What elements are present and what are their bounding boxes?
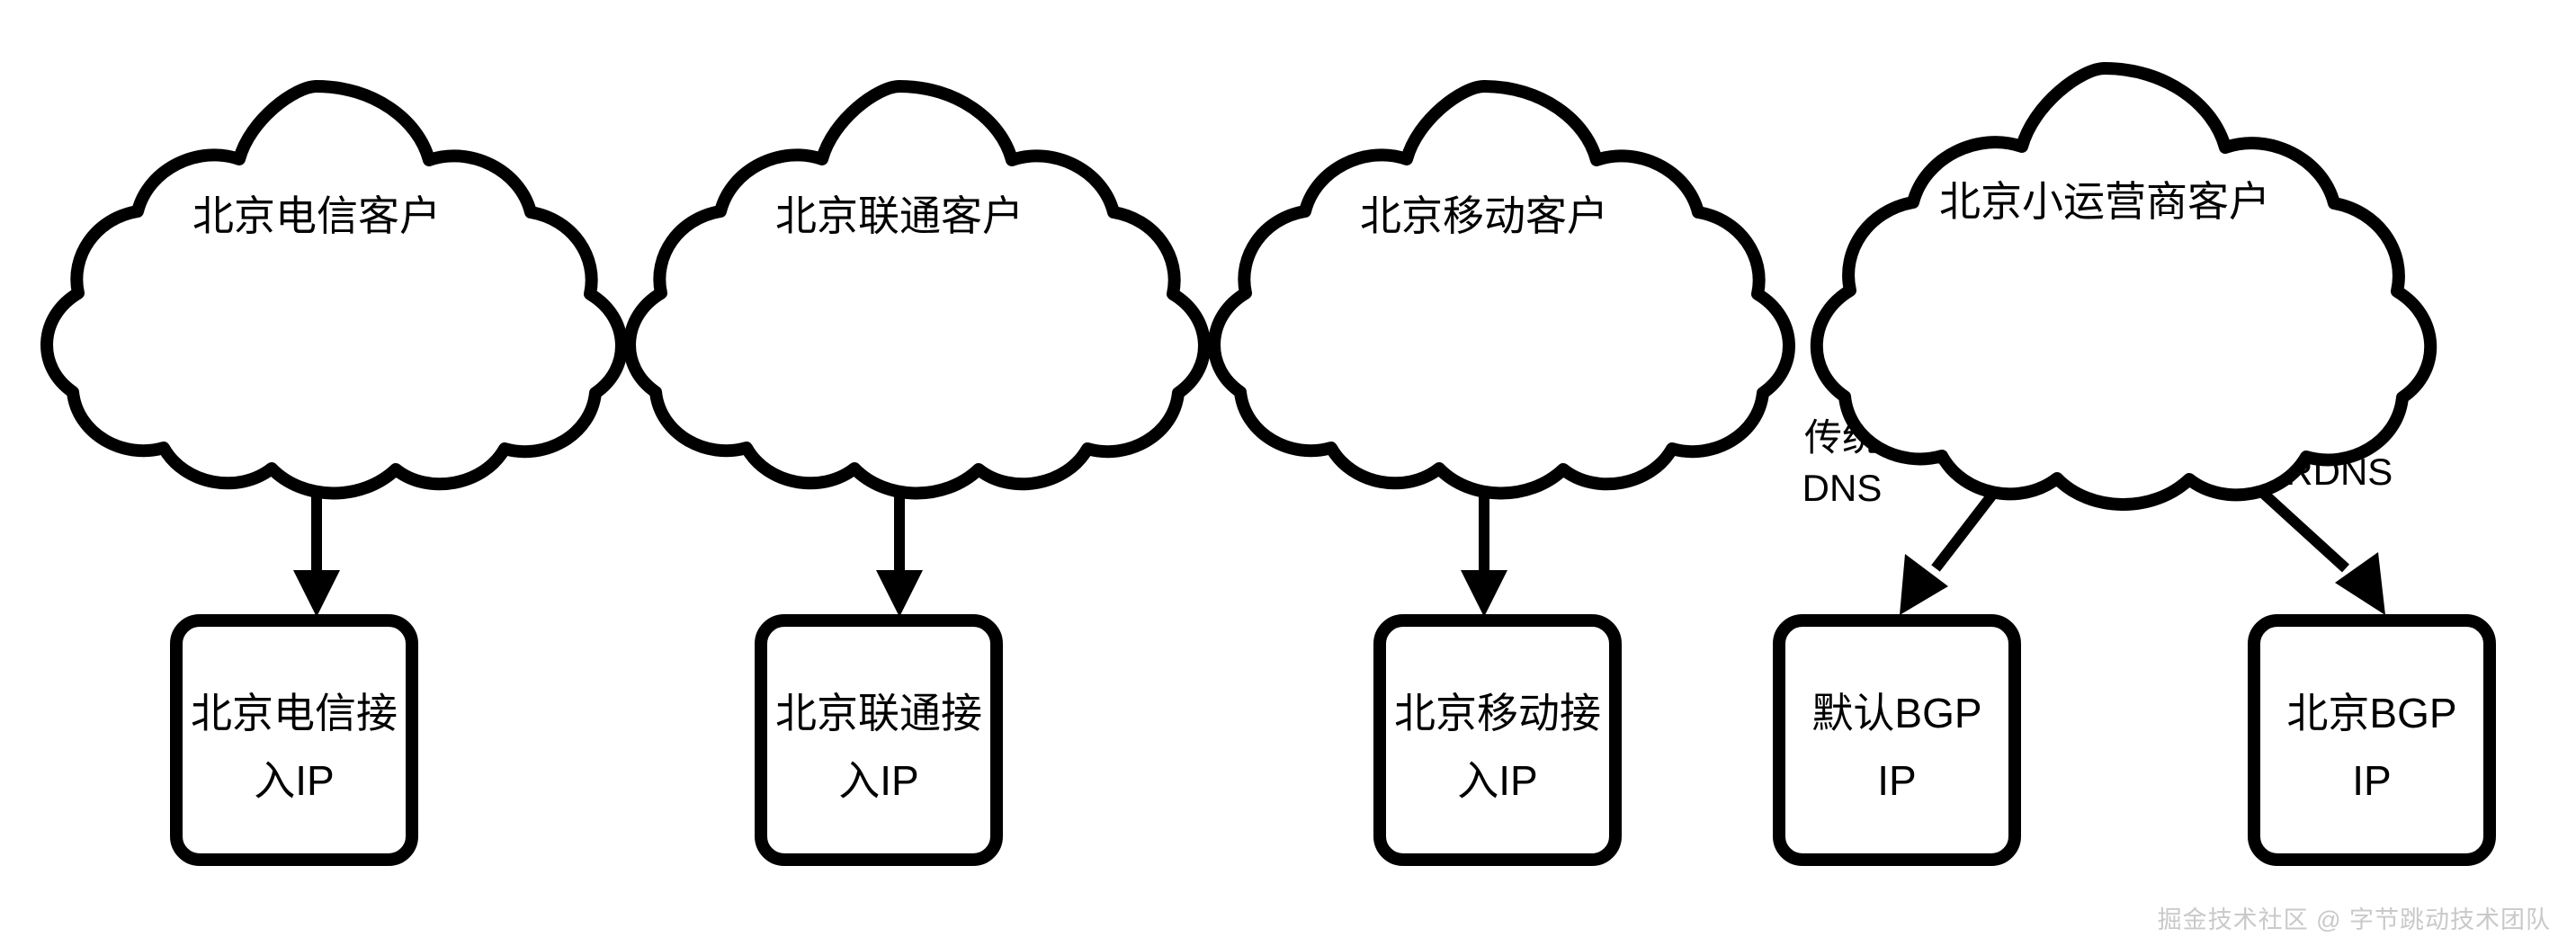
cloud-shape [1810, 62, 2437, 511]
box-mobile-ip[interactable]: 北京移动接 入IP [1373, 614, 1622, 866]
box-label-line2: IP [1877, 757, 1916, 804]
box-shape [170, 614, 418, 866]
cloud-label: 北京电信客户 [192, 192, 441, 239]
box-default-bgp[interactable]: 默认BGP IP [1773, 614, 2021, 866]
edge-telecom-arrowhead [293, 570, 340, 617]
edge-unicom-arrowhead [876, 570, 923, 617]
box-label-line1: 北京电信接 [191, 690, 398, 736]
cloud-beijing-unicom[interactable]: 北京联通客户 [623, 80, 1211, 500]
edge-mobile-arrowhead [1461, 570, 1507, 617]
edge-trdns-arrowhead [2335, 552, 2385, 615]
box-label-line1: 北京BGP [2286, 690, 2456, 736]
box-label-line2: 入IP [1457, 757, 1537, 804]
watermark: 掘金技术社区 @ 字节跳动技术团队 [2157, 906, 2551, 933]
box-label-line2: IP [2352, 757, 2391, 804]
box-label-line1: 北京移动接 [1394, 690, 1601, 736]
cloud-label: 北京移动客户 [1360, 192, 1608, 239]
box-beijing-bgp[interactable]: 北京BGP IP [2248, 614, 2496, 866]
cloud-shape [623, 80, 1211, 500]
cloud-shape [40, 80, 628, 500]
cloud-label: 北京联通客户 [775, 192, 1024, 239]
box-telecom-ip[interactable]: 北京电信接 入IP [170, 614, 418, 866]
cloud-beijing-small-isp[interactable]: 北京小运营商客户 [1810, 62, 2437, 511]
box-shape [1373, 614, 1622, 866]
edge-legacy-dns-arrowhead [1900, 554, 1948, 615]
box-label-line2: 入IP [838, 757, 918, 804]
edge-legacy-dns-label-line2: DNS [1802, 467, 1883, 509]
cloud-shape [1208, 80, 1795, 500]
box-shape [1773, 614, 2021, 866]
box-shape [755, 614, 1003, 866]
cloud-beijing-telecom[interactable]: 北京电信客户 [40, 80, 628, 500]
box-unicom-ip[interactable]: 北京联通接 入IP [755, 614, 1003, 866]
cloud-label: 北京小运营商客户 [1939, 178, 2270, 225]
box-label-line1: 默认BGP [1811, 690, 1981, 736]
cloud-beijing-mobile[interactable]: 北京移动客户 [1208, 80, 1795, 500]
box-label-line2: 入IP [254, 757, 334, 804]
box-label-line1: 北京联通接 [775, 690, 982, 736]
box-shape [2248, 614, 2496, 866]
